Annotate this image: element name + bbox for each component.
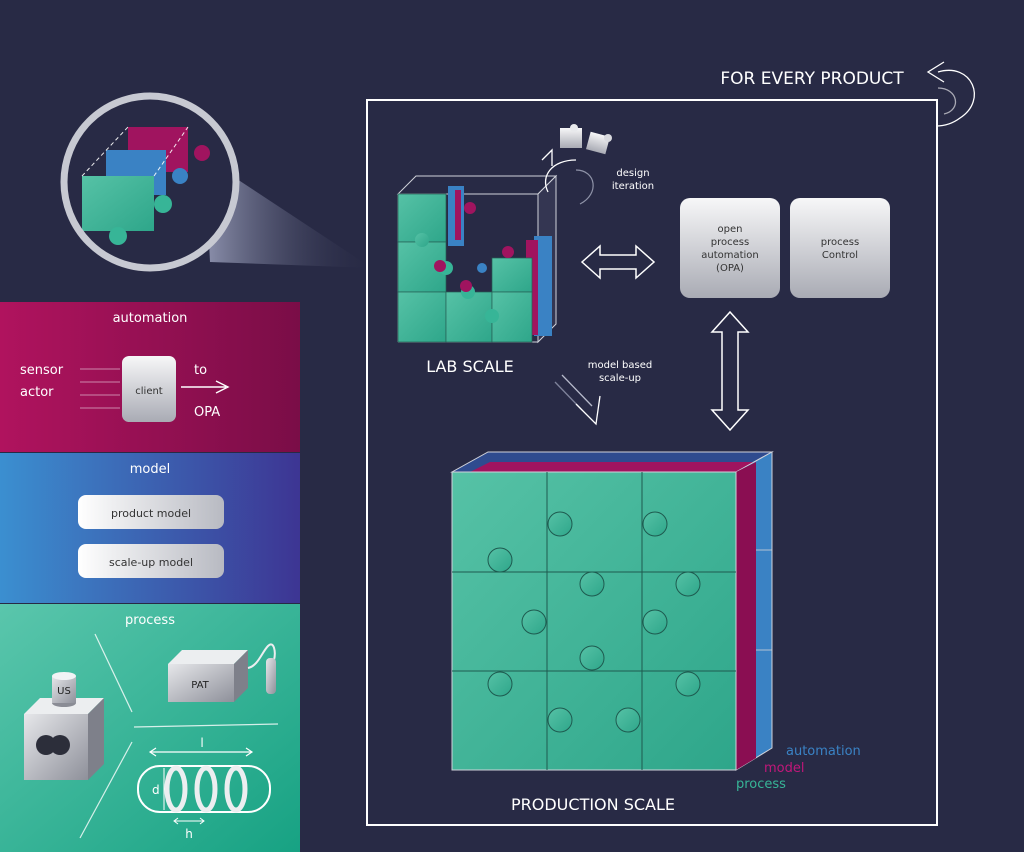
to-label: to — [194, 363, 207, 378]
lab-scale-label: LAB SCALE — [426, 357, 514, 376]
automation-panel: automation sensor actor client to OPA — [0, 302, 300, 452]
opa-label: OPA — [194, 405, 220, 420]
opa-production-double-arrow-icon — [710, 310, 750, 432]
legend-process: process — [736, 777, 786, 792]
pat-label: PAT — [191, 680, 209, 691]
model-panel-title: model — [130, 462, 170, 477]
production-scale-cube — [450, 451, 774, 771]
opa-box — [680, 198, 780, 298]
magnifier — [60, 92, 372, 272]
input-lines — [80, 368, 120, 409]
diameter-label: d — [152, 783, 160, 797]
main-frame — [366, 99, 938, 826]
to-opa-arrow-icon — [181, 380, 230, 394]
process-panel: process US PAT — [0, 604, 300, 852]
opa-label-2: process — [711, 237, 749, 248]
scaleup-label-2: scale-up — [599, 373, 641, 384]
lab-scale-cube — [396, 174, 558, 344]
tube-reactor: l d h — [137, 736, 271, 841]
process-dividers — [79, 633, 279, 839]
process-control-label-2: Control — [822, 250, 858, 261]
model-panel: model product model scale-up model — [0, 453, 300, 603]
pitch-label: h — [185, 827, 193, 841]
loop-arrow-icon — [926, 61, 975, 127]
product-model-button[interactable] — [78, 495, 224, 529]
legend-model: model — [764, 761, 804, 776]
length-label: l — [200, 736, 203, 750]
client-label: client — [135, 386, 163, 397]
process-control-label-1: process — [821, 237, 859, 248]
opa-label-4: (OPA) — [716, 263, 744, 274]
opa-label-3: automation — [701, 250, 759, 261]
production-scale-label: PRODUCTION SCALE — [511, 795, 675, 814]
design-iteration-label-2: iteration — [612, 181, 654, 192]
legend-automation: automation — [786, 744, 861, 759]
process-panel-title: process — [125, 613, 175, 628]
design-iteration-icon — [541, 124, 612, 205]
design-iteration-label-1: design — [616, 168, 649, 179]
scaleup-arrow-icon — [554, 374, 601, 426]
opa-label-1: open — [718, 224, 743, 235]
page-title: FOR EVERY PRODUCT — [720, 69, 904, 89]
pat-device: PAT — [168, 643, 276, 702]
process-control-box — [790, 198, 890, 298]
product-model-label: product model — [111, 507, 191, 520]
scaleup-model-label: scale-up model — [109, 556, 193, 569]
sensor-label: sensor — [20, 363, 64, 378]
automation-panel-title: automation — [113, 311, 188, 326]
lab-opa-double-arrow-icon — [580, 244, 656, 280]
magnifier-beam — [205, 158, 372, 268]
scaleup-label-1: model based — [588, 360, 653, 371]
us-label: US — [57, 686, 71, 697]
client-box — [122, 356, 176, 422]
actor-label: actor — [20, 385, 54, 400]
ultrasound-device: US — [24, 672, 104, 780]
scaleup-model-button[interactable] — [78, 544, 224, 578]
